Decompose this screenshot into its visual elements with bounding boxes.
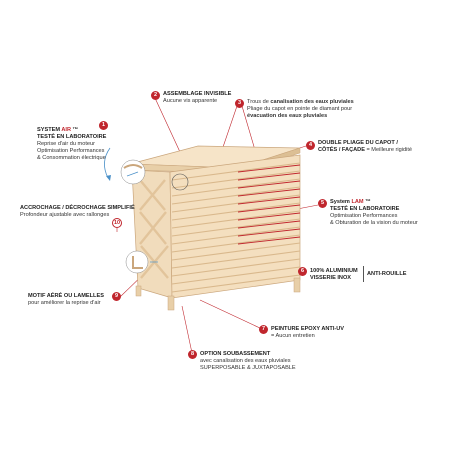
zoom-circle-joint xyxy=(171,173,189,191)
callout-assemblage: ASSEMBLAGE INVISIBLE Aucune vis apparent… xyxy=(163,91,232,104)
callout-soubassement: OPTION SOUBASSEMENT avec canalisation de… xyxy=(200,351,296,371)
separator xyxy=(363,266,364,282)
badge-4: 4 xyxy=(306,141,315,150)
front-leg-right xyxy=(293,277,301,293)
badge-8: 8 xyxy=(188,350,197,359)
callout-double-pliage: DOUBLE PLIAGE DU CAPOT / CÔTÉS / FAÇADE … xyxy=(318,140,413,153)
side-panel xyxy=(131,169,173,299)
front-panel xyxy=(169,154,301,299)
callout-system-lam: System LAM ™ TESTÉ EN LABORATOIRE Optimi… xyxy=(330,199,418,226)
callout-system-air: SYSTEM AIR ™ TESTÉ EN LABORATOIRE Repris… xyxy=(37,127,107,161)
airflow-arrow xyxy=(104,147,111,179)
callout-motif: MOTIF AÉRÉ OU LAMELLES pour améliorer la… xyxy=(28,293,104,306)
leader-3a xyxy=(221,105,238,151)
leader-3b xyxy=(241,105,256,151)
highlight-louvres xyxy=(237,164,301,245)
callout-anti-rouille: ANTI-ROUILLE xyxy=(367,271,407,277)
leader-7 xyxy=(199,299,263,330)
badge-1: 1 xyxy=(99,121,108,130)
badge-2: 2 xyxy=(151,91,160,100)
badge-5: 5 xyxy=(318,199,327,208)
zoom-circle-air xyxy=(120,159,146,185)
callout-canalisation: Trous de canalisation des eaux pluviales… xyxy=(247,99,354,119)
badge-3: 3 xyxy=(235,99,244,108)
badge-9: 9 xyxy=(112,292,121,301)
callout-aluminium: 100% ALUMINIUM VISSERIE INOX xyxy=(310,268,358,281)
callout-peinture: PEINTURE EPOXY ANTI-UV = Aucun entretien xyxy=(271,326,345,339)
zoom-circle-bracket xyxy=(125,250,149,274)
front-louvres xyxy=(171,162,301,293)
badge-10: 10 xyxy=(112,218,122,228)
back-leg xyxy=(135,285,142,297)
leader-2 xyxy=(154,97,181,153)
callout-accrochage: ACCROCHAGE / DÉCROCHAGE SIMPLIFIÉ Profon… xyxy=(20,205,135,218)
badge-6: 6 xyxy=(298,267,307,276)
front-leg-left xyxy=(167,295,175,311)
badge-7: 7 xyxy=(259,325,268,334)
leader-8 xyxy=(181,305,193,354)
